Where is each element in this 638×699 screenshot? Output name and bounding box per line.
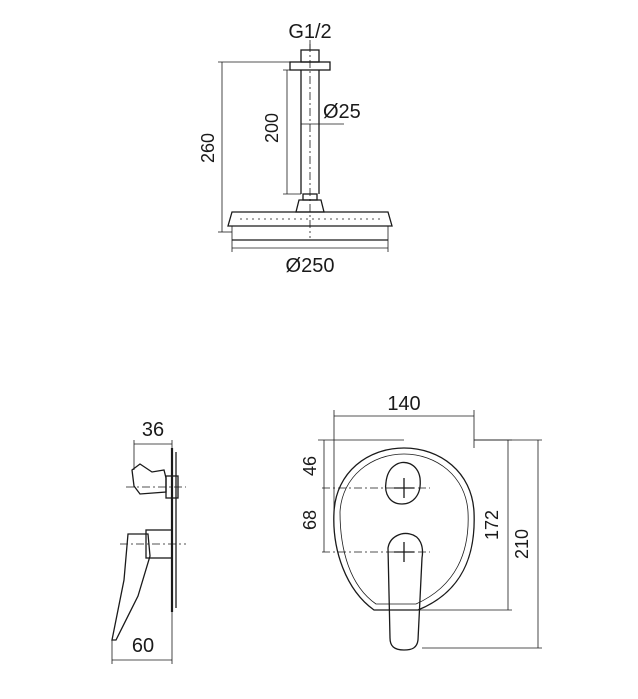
dim-d25-label: Ø25 [323, 101, 361, 123]
dim-60-label: 60 [132, 635, 154, 657]
dim-36-label: 36 [142, 419, 164, 441]
dim-172-label: 172 [482, 510, 502, 540]
front-cover-plate [333, 447, 475, 611]
dim-200-label: 200 [262, 113, 282, 143]
thread-size-label: G1/2 [288, 21, 331, 43]
dim-46-label: 46 [300, 456, 320, 476]
side-lever-arm [111, 533, 151, 641]
dim-68-label: 68 [300, 510, 320, 530]
dim-140-label: 140 [387, 393, 420, 415]
front-cover-plate-inner [339, 453, 469, 605]
mixer-side-view: 36 60 [111, 419, 186, 664]
front-diverter-knob [384, 461, 421, 505]
mixer-front-view: 140 46 68 172 210 [300, 393, 542, 651]
front-lever-handle [387, 532, 424, 651]
side-diverter-knob [131, 463, 167, 495]
dim-260-label: 260 [198, 133, 218, 163]
dim-d250-label: Ø250 [286, 255, 335, 277]
shower-head-body [227, 211, 393, 227]
dim-210-label: 210 [512, 529, 532, 559]
shower-head-assembly: 260 200 Ø25 G1/2 Ø250 [198, 21, 393, 277]
